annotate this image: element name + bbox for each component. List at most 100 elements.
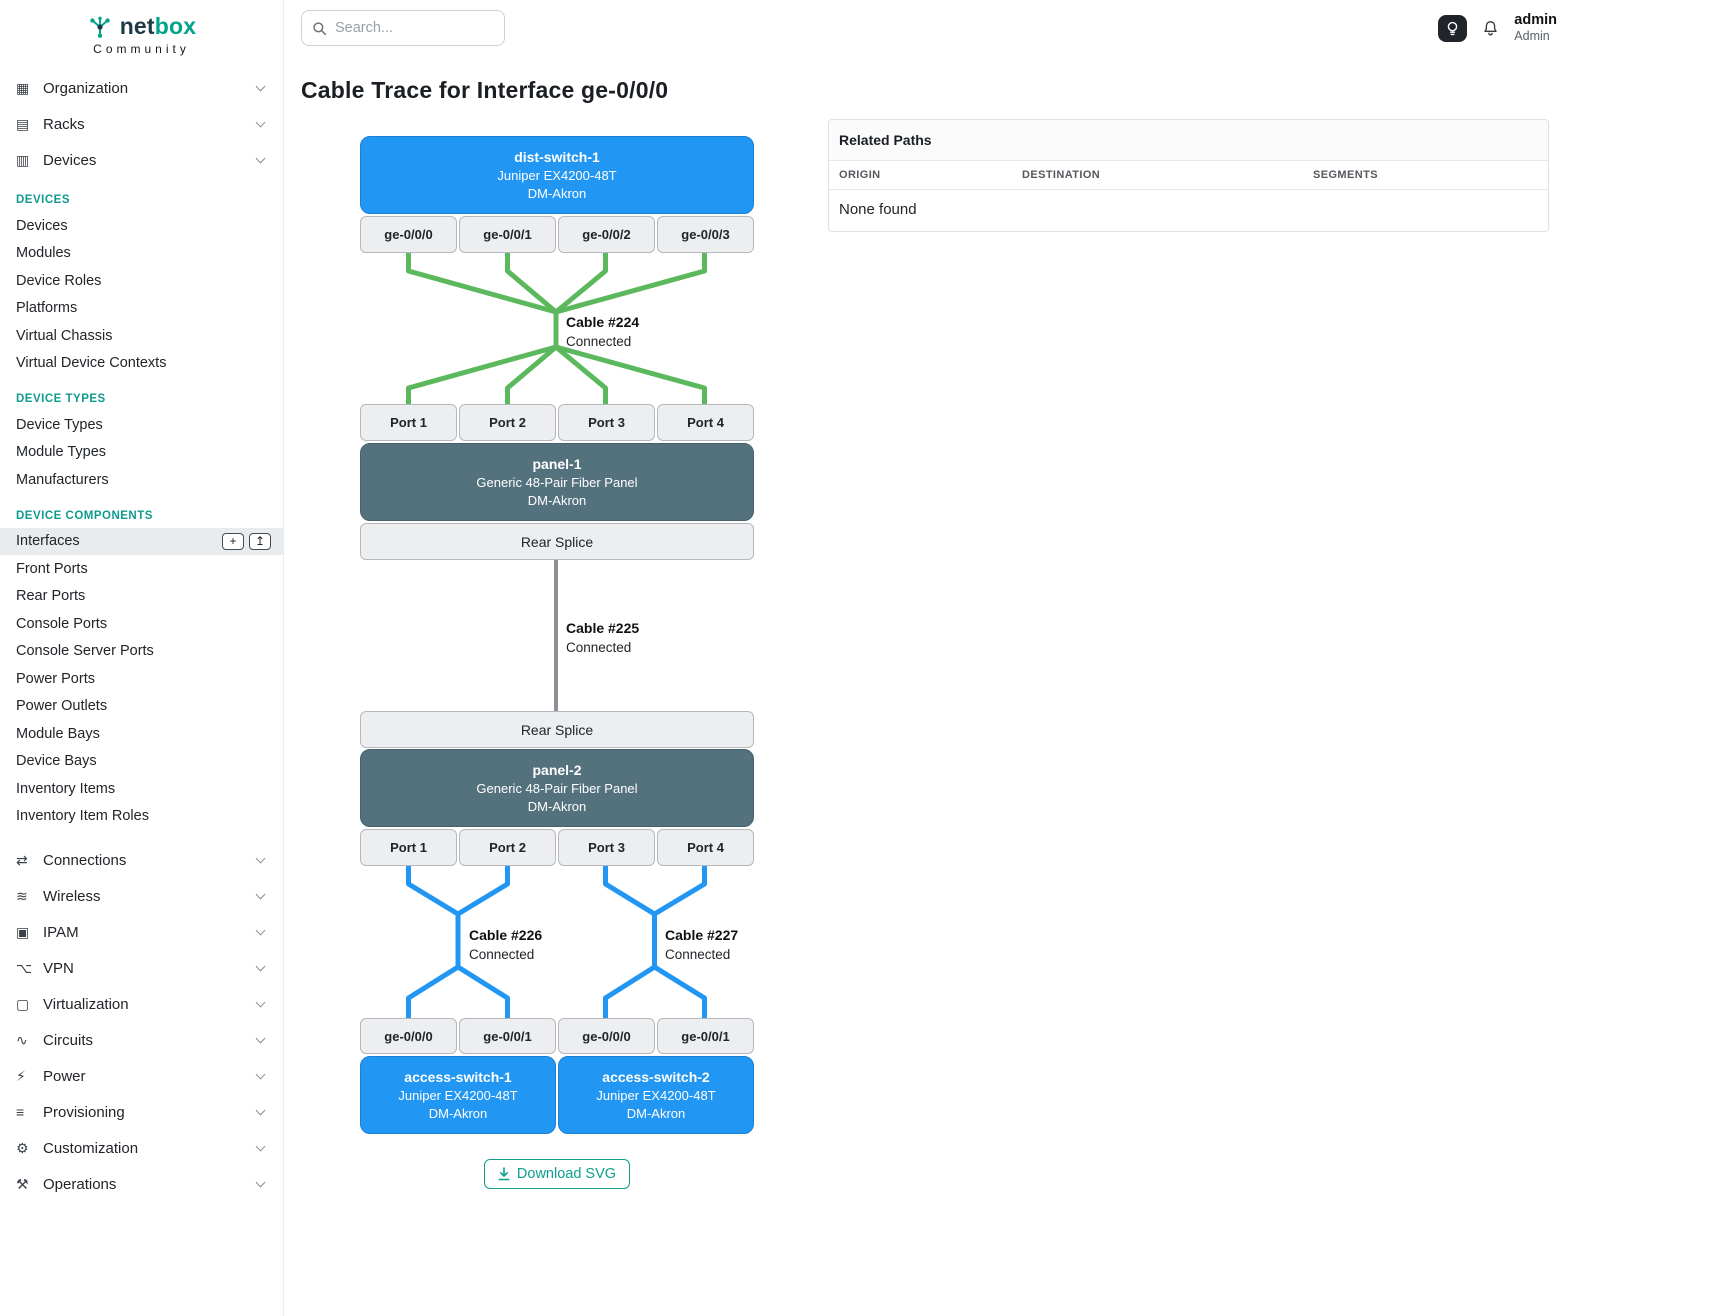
- panel-1-port-4[interactable]: Port 4: [657, 404, 754, 441]
- panel-1-port-3[interactable]: Port 3: [558, 404, 655, 441]
- sidebar-item-virtualization[interactable]: ▢ Virtualization: [0, 986, 283, 1022]
- panel-2-port-2[interactable]: Port 2: [459, 829, 556, 866]
- panel-1-port-2[interactable]: Port 2: [459, 404, 556, 441]
- sidebar-item-power-ports[interactable]: Power Ports: [16, 670, 95, 687]
- sidebar-item-customization[interactable]: ⚙ Customization: [0, 1130, 283, 1166]
- notifications-button[interactable]: [1481, 19, 1500, 38]
- download-icon: [498, 1167, 510, 1181]
- port-ge-0-0-3[interactable]: ge-0/0/3: [657, 216, 754, 253]
- device-node-panel-2[interactable]: panel-2 Generic 48-Pair Fiber Panel DM-A…: [360, 749, 754, 827]
- interfaces-import-button[interactable]: ↥: [249, 532, 271, 550]
- download-svg-button[interactable]: Download SVG: [483, 1159, 631, 1189]
- brand-tagline: Community: [93, 42, 190, 56]
- cable-226-label[interactable]: Cable #226 Connected: [469, 927, 543, 962]
- sidebar-item-interfaces[interactable]: Interfaces + ↥: [0, 527, 283, 555]
- cable-227-status: Connected: [665, 947, 731, 962]
- interfaces-add-button[interactable]: +: [222, 532, 244, 550]
- nav-label: Operations: [43, 1175, 117, 1193]
- search-icon: [313, 21, 327, 35]
- sidebar-item-virtual-device-contexts[interactable]: Virtual Device Contexts: [16, 355, 167, 372]
- sidebar-item-devices-list[interactable]: Devices: [16, 217, 68, 234]
- cable-224-status: Connected: [566, 334, 632, 349]
- sidebar-item-device-bays[interactable]: Device Bays: [16, 753, 97, 770]
- sidebar-item-ipam[interactable]: ▣ IPAM: [0, 914, 283, 950]
- nav-label: Organization: [43, 79, 129, 97]
- cable-224-line[interactable]: [505, 253, 559, 404]
- sidebar-item-modules[interactable]: Modules: [16, 245, 71, 262]
- sidebar-item-console-ports[interactable]: Console Ports: [16, 615, 108, 632]
- theme-toggle-button[interactable]: [1438, 14, 1468, 42]
- panel-1-rear-splice[interactable]: Rear Splice: [360, 523, 754, 560]
- sidebar-item-devices[interactable]: ▥ Devices: [0, 142, 283, 178]
- cable-226-line[interactable]: [406, 866, 461, 1018]
- sidebar-item-manufacturers[interactable]: Manufacturers: [16, 471, 109, 488]
- sidebar-item-provisioning[interactable]: ≡ Provisioning: [0, 1094, 283, 1130]
- cable-224-line[interactable]: [553, 253, 707, 404]
- column-header-origin[interactable]: ORIGIN: [839, 169, 881, 181]
- sidebar-item-platforms[interactable]: Platforms: [16, 300, 78, 317]
- panel-1-port-1[interactable]: Port 1: [360, 404, 457, 441]
- sidebar-item-circuits[interactable]: ∿ Circuits: [0, 1022, 283, 1058]
- sidebar-item-operations[interactable]: ⚒ Operations: [0, 1166, 283, 1202]
- chevron-down-icon: [255, 1177, 266, 1188]
- search-input[interactable]: [335, 20, 494, 36]
- panel-2-rear-splice[interactable]: Rear Splice: [360, 711, 754, 748]
- port-ge-0-0-0[interactable]: ge-0/0/0: [360, 216, 457, 253]
- sidebar-item-module-bays[interactable]: Module Bays: [16, 725, 100, 742]
- sidebar-item-vpn[interactable]: ⌥ VPN: [0, 950, 283, 986]
- netbox-logo-icon: [89, 16, 110, 38]
- netbox-logo[interactable]: netbox: [0, 0, 283, 40]
- cable-224-label[interactable]: Cable #224 Connected: [566, 314, 640, 349]
- sidebar-item-device-types[interactable]: Device Types: [16, 416, 103, 433]
- user-menu[interactable]: admin Admin: [1514, 11, 1557, 45]
- cable-227-label[interactable]: Cable #227 Connected: [665, 927, 739, 962]
- sidebar-item-front-ports[interactable]: Front Ports: [16, 560, 88, 577]
- column-header-segments[interactable]: SEGMENTS: [1313, 169, 1378, 181]
- chevron-down-icon: [255, 1141, 266, 1152]
- cable-225-label[interactable]: Cable #225 Connected: [566, 620, 640, 655]
- device-node-access-switch-1[interactable]: access-switch-1 Juniper EX4200-48T DM-Ak…: [360, 1056, 556, 1134]
- sidebar-item-inventory-item-roles[interactable]: Inventory Item Roles: [16, 808, 149, 825]
- page-content: Cable Trace for Interface ge-0/0/0: [301, 77, 1557, 1189]
- device-node-access-switch-2[interactable]: access-switch-2 Juniper EX4200-48T DM-Ak…: [558, 1056, 754, 1134]
- sidebar-item-power-outlets[interactable]: Power Outlets: [16, 698, 108, 715]
- cable-227-line[interactable]: [652, 866, 707, 1018]
- cable-226-line[interactable]: [455, 866, 510, 1018]
- panel-2-port-3[interactable]: Port 3: [558, 829, 655, 866]
- sidebar-item-console-server-ports[interactable]: Console Server Ports: [16, 643, 154, 660]
- wireless-icon: ≋: [16, 887, 28, 904]
- sidebar-item-module-types[interactable]: Module Types: [16, 444, 107, 461]
- cable-trace-column: dist-switch-1 Juniper EX4200-48T DM-Akro…: [301, 119, 754, 1189]
- download-svg-label: Download SVG: [516, 1166, 617, 1182]
- sidebar-item-organization[interactable]: ▦ Organization: [0, 70, 283, 106]
- chevron-down-icon: [255, 1069, 266, 1080]
- sidebar-item-inventory-items[interactable]: Inventory Items: [16, 780, 116, 797]
- nav-label: Power: [43, 1067, 86, 1085]
- panel-2-port-1[interactable]: Port 1: [360, 829, 457, 866]
- lightbulb-icon: [1448, 21, 1458, 35]
- sidebar-item-device-roles[interactable]: Device Roles: [16, 272, 102, 289]
- section-heading-device-components: DEVICE COMPONENTS: [16, 509, 153, 522]
- sidebar-item-rear-ports[interactable]: Rear Ports: [16, 588, 86, 605]
- access-1-port-ge-0-0-0[interactable]: ge-0/0/0: [360, 1018, 457, 1054]
- port-ge-0-0-2[interactable]: ge-0/0/2: [558, 216, 655, 253]
- access-2-port-ge-0-0-1[interactable]: ge-0/0/1: [657, 1018, 754, 1054]
- access-switch-ports: ge-0/0/0 ge-0/0/1 ge-0/0/0 ge-0/0/1: [360, 1018, 754, 1054]
- access-1-port-ge-0-0-1[interactable]: ge-0/0/1: [459, 1018, 556, 1054]
- section-heading-device-types: DEVICE TYPES: [16, 393, 106, 405]
- sidebar-item-racks[interactable]: ▤ Racks: [0, 106, 283, 142]
- sidebar-item-virtual-chassis[interactable]: Virtual Chassis: [16, 327, 113, 344]
- sidebar-item-power[interactable]: ⚡ Power: [0, 1058, 283, 1094]
- device-node-panel-1[interactable]: panel-1 Generic 48-Pair Fiber Panel DM-A…: [360, 443, 754, 521]
- column-header-destination[interactable]: DESTINATION: [1022, 169, 1101, 181]
- cable-227-line[interactable]: [603, 866, 657, 1018]
- organization-icon: ▦: [16, 79, 30, 96]
- access-2-port-ge-0-0-0[interactable]: ge-0/0/0: [558, 1018, 655, 1054]
- sidebar-item-wireless[interactable]: ≋ Wireless: [0, 878, 283, 914]
- device-node-dist-switch-1[interactable]: dist-switch-1 Juniper EX4200-48T DM-Akro…: [360, 136, 754, 214]
- port-ge-0-0-1[interactable]: ge-0/0/1: [459, 216, 556, 253]
- cable-224-line[interactable]: [406, 253, 559, 404]
- related-paths-table-header: ORIGIN DESTINATION SEGMENTS: [829, 161, 1548, 190]
- sidebar-item-connections[interactable]: ⇄ Connections: [0, 842, 283, 878]
- panel-2-port-4[interactable]: Port 4: [657, 829, 754, 866]
